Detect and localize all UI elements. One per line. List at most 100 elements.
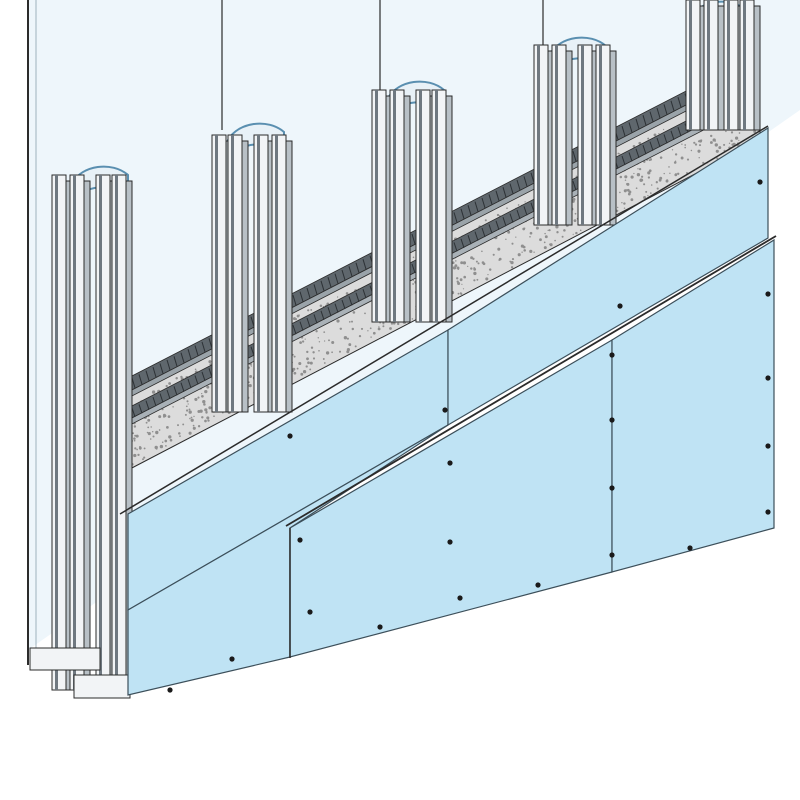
stud-shadow (115, 175, 118, 690)
insulation-speck (575, 231, 578, 235)
screw (609, 552, 615, 558)
stud-flange (445, 95, 453, 323)
track-hatch (159, 393, 164, 403)
insulation-speck (467, 265, 469, 268)
stud (69, 174, 91, 691)
track-hatch (306, 287, 311, 299)
track-hatch (180, 352, 185, 363)
insulation-speck (338, 350, 342, 353)
insulation-speck (680, 156, 684, 160)
insulation-speck (206, 416, 210, 420)
insulation-speck (556, 231, 559, 234)
insulation-speck (322, 358, 325, 360)
track-hatch (516, 209, 521, 220)
inner-board-panel (447, 126, 769, 427)
insulation-speck (168, 382, 172, 385)
stud (703, 0, 725, 131)
insulation-speck (312, 357, 316, 360)
track-hatch (509, 213, 514, 223)
insulation-speck (346, 337, 349, 340)
insulation-speck (662, 128, 665, 131)
track-hatch (495, 220, 500, 230)
stud (577, 44, 599, 226)
insulation-speck (730, 131, 734, 134)
screw (535, 582, 541, 588)
insulation-speck (579, 229, 582, 232)
insulation-speck (206, 385, 210, 389)
insulation-speck (637, 168, 639, 170)
insulation-speck (715, 149, 719, 153)
track-hatch (474, 231, 479, 241)
stud-shadow (393, 90, 396, 322)
track-hatch (145, 370, 150, 381)
insulation-speck (630, 198, 634, 202)
screw (377, 624, 383, 630)
track-hatch (509, 183, 514, 194)
insulation-speck (563, 229, 566, 232)
insulation-speck (146, 431, 149, 434)
stud-face (51, 174, 67, 691)
insulation-speck (690, 149, 693, 152)
insulation-speck (673, 161, 677, 164)
track-hatch (145, 400, 150, 410)
insulation-speck (309, 361, 313, 365)
insulation-speck (390, 322, 394, 325)
insulation-speck (535, 226, 539, 230)
insulation-speck (524, 201, 526, 203)
track-hatch (201, 341, 206, 353)
insulation-speck (328, 339, 330, 342)
track-hatch (348, 266, 353, 277)
insulation-speck (529, 231, 533, 235)
insulation-speck (133, 453, 137, 458)
insulation-speck (352, 311, 356, 314)
track-hatch (362, 259, 367, 270)
insulation-speck (135, 434, 139, 438)
insulation-speck (616, 209, 619, 212)
insulation-speck (475, 260, 478, 263)
insulation-speck (389, 327, 392, 330)
track-hatch (635, 148, 640, 158)
insulation-speck (697, 149, 701, 153)
screw (687, 545, 693, 551)
stud-shadow (215, 135, 218, 412)
stud (431, 89, 453, 323)
track-hatch (453, 212, 458, 223)
stud-shadow (419, 90, 422, 322)
stud (389, 89, 411, 323)
track-hatch (348, 296, 353, 306)
insulation-speck (459, 278, 463, 282)
track-hatch (173, 386, 178, 396)
insulation-speck (473, 279, 476, 282)
insulation-speck (396, 322, 400, 326)
insulation-speck (698, 144, 702, 147)
insulation-speck (643, 183, 646, 186)
stud-shadow (73, 175, 76, 690)
insulation-speck (517, 253, 521, 257)
insulation-speck (305, 365, 308, 368)
insulation-speck (203, 403, 206, 406)
insulation-speck (323, 340, 326, 342)
insulation-speck (738, 132, 741, 134)
insulation-speck (296, 367, 299, 370)
insulation-speck (619, 175, 623, 179)
insulation-speck (204, 408, 208, 412)
insulation-speck (555, 225, 559, 229)
insulation-speck (213, 415, 215, 418)
insulation-speck (172, 406, 174, 408)
track-hatch (341, 299, 346, 310)
insulation-speck (331, 340, 335, 345)
stud (227, 134, 249, 413)
insulation-speck (539, 238, 542, 242)
insulation-speck (693, 141, 696, 144)
insulation-speck (197, 425, 201, 428)
stud-shadow (55, 175, 58, 690)
insulation-speck (249, 375, 253, 378)
insulation-speck (133, 439, 136, 442)
insulation-speck (208, 360, 212, 364)
insulation-speck (134, 434, 137, 437)
inner-board-layer (119, 125, 769, 696)
insulation-speck (351, 327, 355, 331)
insulation-speck (319, 304, 323, 307)
stud-face (551, 44, 567, 226)
track-hatch (670, 130, 675, 140)
